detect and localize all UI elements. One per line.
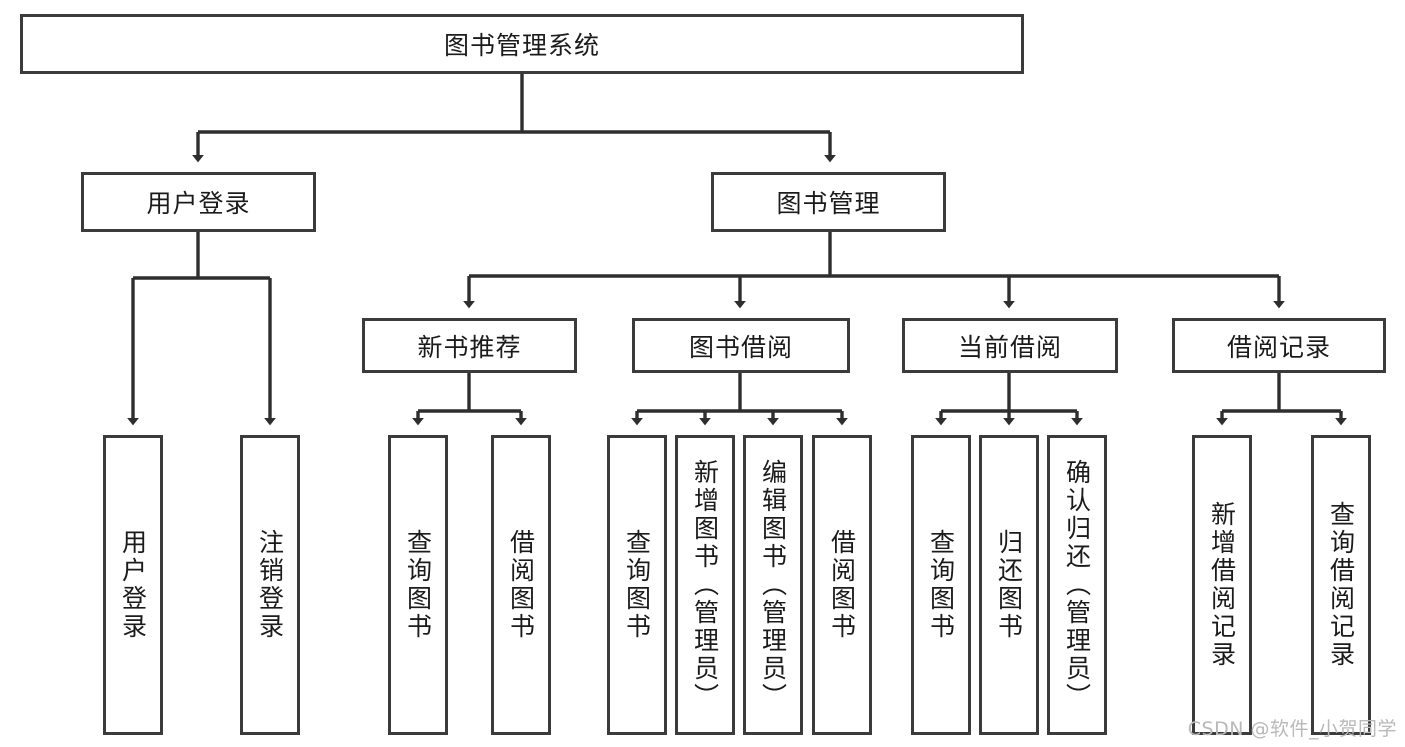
- leaf-confirm-return[interactable]: 确认归还（管理员）: [1047, 435, 1107, 735]
- leaf-confirm-return-label: 确认归还（管理员）: [1062, 459, 1092, 711]
- node-root-label: 图书管理系统: [443, 31, 600, 60]
- leaf-edit-book[interactable]: 编辑图书（管理员）: [743, 435, 803, 735]
- leaf-query-book-1[interactable]: 查询图书: [388, 435, 448, 735]
- leaf-add-record[interactable]: 新增借阅记录: [1192, 435, 1252, 735]
- node-borrow-record[interactable]: 借阅记录: [1172, 318, 1386, 373]
- leaf-edit-book-label: 编辑图书（管理员）: [758, 459, 788, 711]
- node-root[interactable]: 图书管理系统: [20, 14, 1024, 74]
- leaf-query-book-1-label: 查询图书: [403, 529, 433, 641]
- leaf-user-login[interactable]: 用户登录: [103, 435, 163, 735]
- leaf-query-book-2-label: 查询图书: [622, 529, 652, 641]
- leaf-add-book[interactable]: 新增图书（管理员）: [675, 435, 735, 735]
- leaf-logout[interactable]: 注销登录: [240, 435, 300, 735]
- leaf-return-book-label: 归还图书: [994, 529, 1024, 641]
- leaf-borrow-book-2-label: 借阅图书: [827, 529, 857, 641]
- leaf-add-record-label: 新增借阅记录: [1207, 501, 1237, 669]
- node-book-manage[interactable]: 图书管理: [711, 172, 946, 232]
- node-current-borrow[interactable]: 当前借阅: [902, 318, 1118, 373]
- node-new-book-rec[interactable]: 新书推荐: [362, 318, 577, 373]
- node-user-login-label: 用户登录: [146, 189, 251, 218]
- node-book-borrow-label: 图书借阅: [688, 332, 793, 362]
- leaf-query-record-label: 查询借阅记录: [1326, 501, 1356, 669]
- leaf-add-book-label: 新增图书（管理员）: [690, 459, 720, 711]
- leaf-query-book-2[interactable]: 查询图书: [607, 435, 667, 735]
- leaf-borrow-book-2[interactable]: 借阅图书: [812, 435, 872, 735]
- node-current-borrow-label: 当前借阅: [957, 332, 1062, 362]
- leaf-logout-label: 注销登录: [255, 529, 285, 641]
- leaf-borrow-book-1[interactable]: 借阅图书: [491, 435, 551, 735]
- leaf-query-book-3[interactable]: 查询图书: [911, 435, 971, 735]
- leaf-query-book-3-label: 查询图书: [926, 529, 956, 641]
- node-book-manage-label: 图书管理: [776, 189, 881, 218]
- leaf-borrow-book-1-label: 借阅图书: [506, 529, 536, 641]
- node-book-borrow[interactable]: 图书借阅: [632, 318, 850, 373]
- node-new-book-rec-label: 新书推荐: [417, 332, 522, 362]
- node-user-login[interactable]: 用户登录: [81, 172, 316, 232]
- leaf-query-record[interactable]: 查询借阅记录: [1311, 435, 1371, 735]
- leaf-return-book[interactable]: 归还图书: [979, 435, 1039, 735]
- leaf-user-login-label: 用户登录: [118, 529, 148, 641]
- node-borrow-record-label: 借阅记录: [1226, 332, 1331, 362]
